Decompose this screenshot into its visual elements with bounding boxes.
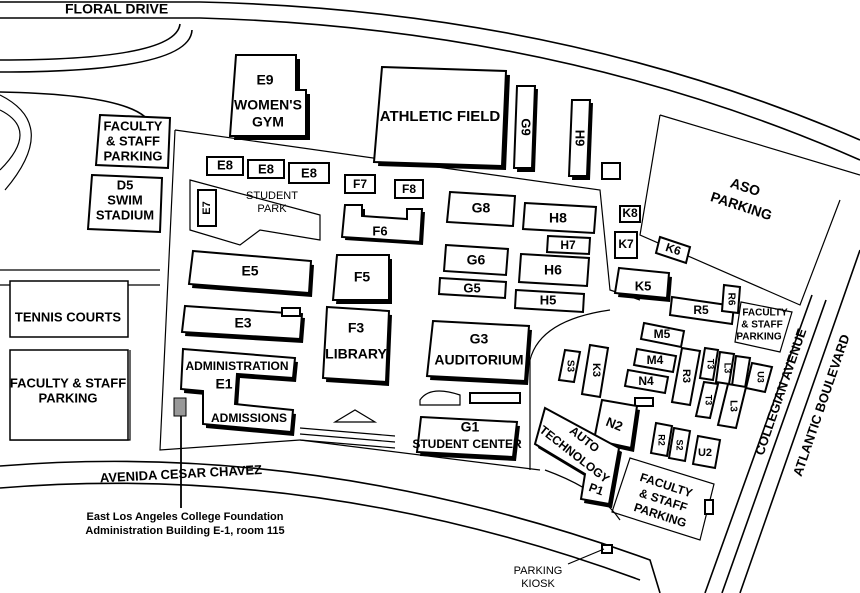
label-k6: K6 — [664, 240, 683, 258]
label-k8: K8 — [622, 206, 638, 220]
buildings — [9, 54, 793, 565]
label-faculty-nw-1: FACULTY — [104, 118, 163, 133]
kiosk-callout-line1: PARKING — [514, 565, 563, 577]
label-faculty-e-1: FACULTY — [742, 308, 788, 319]
label-u3: U3 — [756, 371, 766, 383]
label-f7: F7 — [353, 177, 367, 191]
label-admissions: ADMISSIONS — [211, 411, 287, 425]
label-f8: F8 — [402, 182, 416, 196]
label-h9: H9 — [573, 130, 588, 147]
label-e3: E3 — [234, 315, 251, 331]
label-g6: G6 — [467, 252, 486, 268]
label-faculty-w-1: FACULTY & STAFF — [10, 375, 126, 390]
label-n2: N2 — [604, 414, 625, 434]
label-p1: P1 — [587, 480, 606, 498]
label-g8: G8 — [472, 200, 491, 216]
label-s3: S3 — [564, 360, 575, 373]
label-u2: U2 — [698, 447, 712, 459]
label-d5-1: D5 — [117, 177, 134, 192]
label-l3: L3 — [723, 363, 733, 374]
label-t3-b: T3 — [704, 395, 714, 406]
label-n4: N4 — [638, 374, 654, 388]
label-faculty-e-3: PARKING — [736, 332, 782, 343]
label-athletic-field: ATHLETIC FIELD — [380, 108, 501, 125]
label-e8-b: E8 — [258, 161, 274, 176]
label-k7: K7 — [618, 237, 634, 251]
label-r5: R5 — [693, 303, 709, 317]
label-d5-3: STADIUM — [96, 207, 154, 222]
foundation-callout-line2: Administration Building E-1, room 115 — [85, 525, 284, 537]
label-faculty-nw-2: & STAFF — [106, 133, 160, 148]
label-womens-gym-1: WOMEN'S — [234, 97, 302, 113]
label-k5: K5 — [635, 278, 652, 293]
label-k3: K3 — [590, 363, 602, 377]
label-tennis-courts: TENNIS COURTS — [15, 309, 122, 324]
label-m5: M5 — [654, 327, 671, 341]
label-s2: S2 — [675, 439, 685, 450]
label-f3: F3 — [348, 320, 365, 336]
label-e8-a: E8 — [217, 157, 233, 172]
label-f6: F6 — [372, 223, 387, 238]
label-t3-a: T3 — [706, 359, 716, 370]
label-faculty-nw-3: PARKING — [104, 148, 163, 163]
label-student-center: STUDENT CENTER — [412, 437, 522, 451]
label-g5: G5 — [463, 280, 480, 295]
label-e1: E1 — [215, 376, 232, 392]
label-student-park-2: PARK — [257, 203, 287, 215]
label-h7: H7 — [560, 238, 576, 252]
street-floral-drive: FLORAL DRIVE — [65, 1, 168, 17]
label-m4: M4 — [647, 353, 664, 367]
label-h8: H8 — [549, 210, 567, 226]
label-faculty-e-2: & STAFF — [741, 320, 782, 331]
label-g9: G9 — [519, 118, 534, 135]
label-h5: H5 — [540, 292, 557, 307]
label-administration: ADMINISTRATION — [185, 359, 288, 373]
kiosk-callout-line2: KIOSK — [521, 578, 555, 590]
label-g1: G1 — [461, 419, 480, 435]
label-h6: H6 — [544, 262, 562, 278]
label-r3: R3 — [680, 369, 692, 383]
label-e5: E5 — [241, 263, 258, 279]
label-d5-2: SWIM — [107, 192, 142, 207]
foundation-callout-line1: East Los Angeles College Foundation — [86, 511, 283, 523]
label-e7: E7 — [201, 201, 213, 214]
label-f5: F5 — [354, 269, 371, 285]
label-r6: R6 — [725, 293, 736, 306]
label-e9: E9 — [256, 72, 273, 88]
label-womens-gym-2: GYM — [252, 114, 284, 130]
label-g3: G3 — [470, 331, 489, 347]
label-r2: R2 — [657, 434, 667, 446]
label-library: LIBRARY — [325, 346, 387, 362]
label-faculty-w-2: PARKING — [39, 390, 98, 405]
label-e8-c: E8 — [301, 165, 317, 180]
label-auditorium: AUDITORIUM — [434, 352, 523, 368]
label-student-park-1: STUDENT — [246, 190, 298, 202]
label-l3-b: L3 — [727, 400, 738, 412]
